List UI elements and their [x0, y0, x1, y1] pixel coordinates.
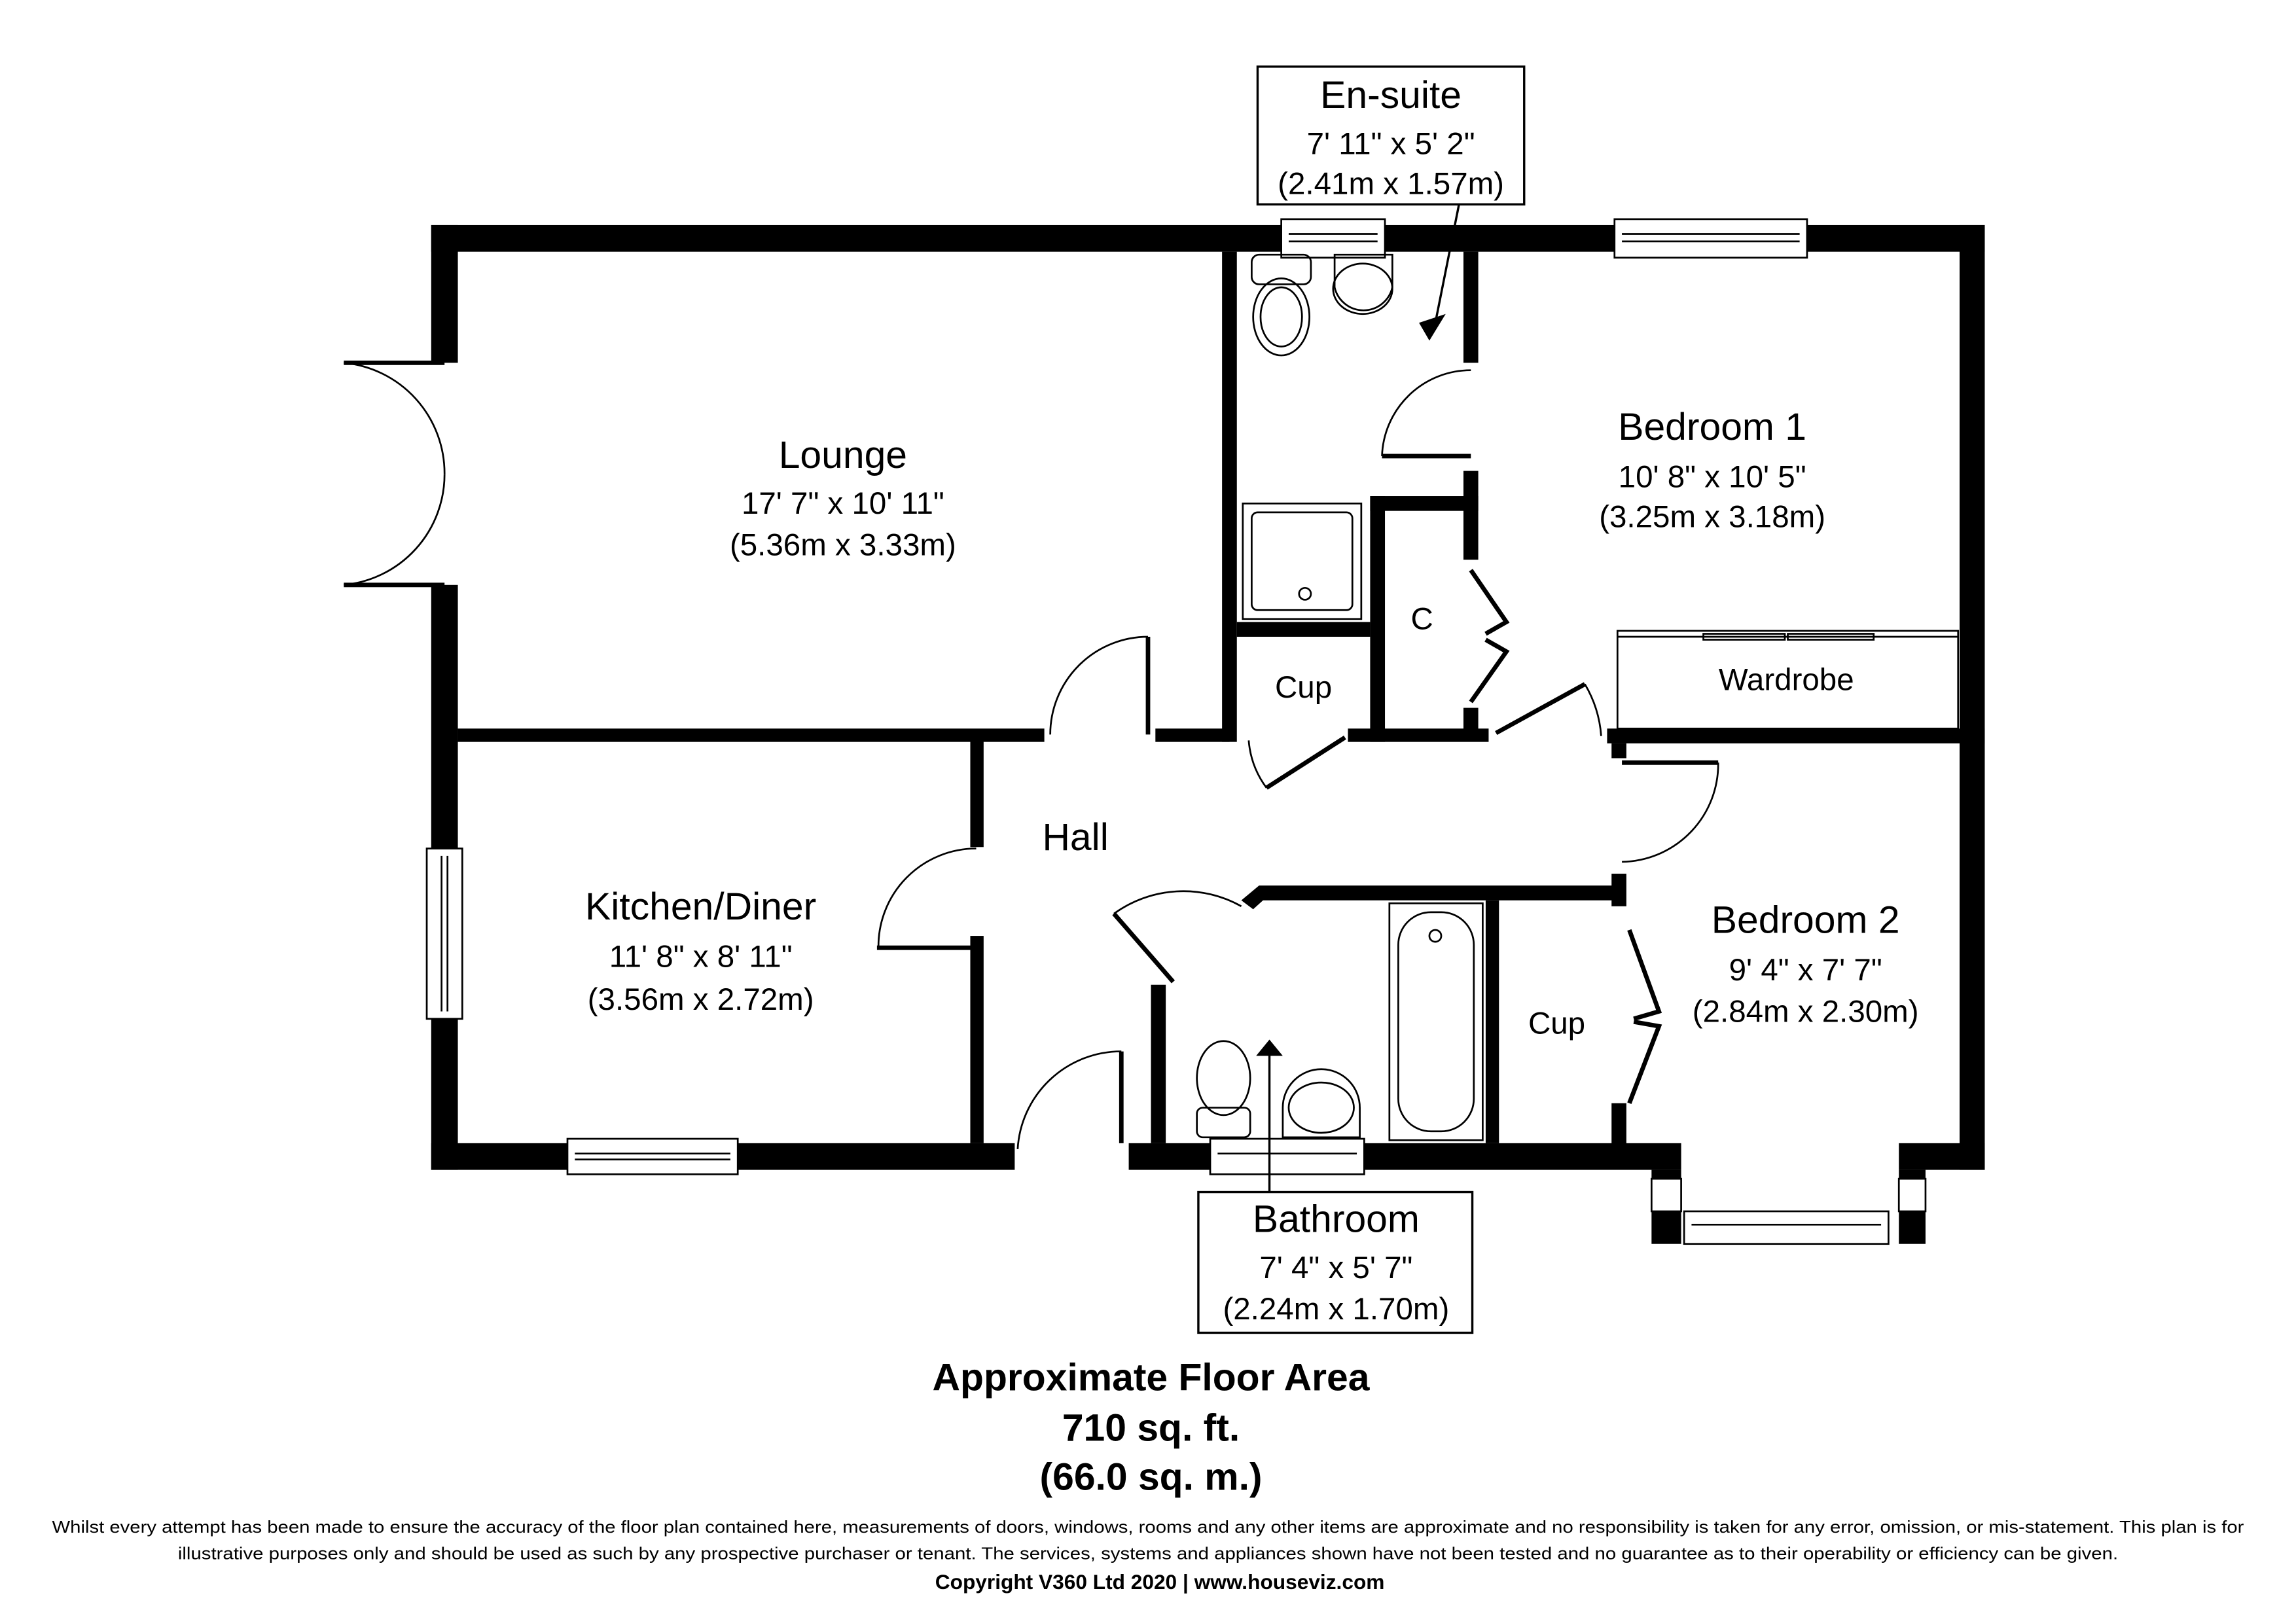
fixtures [1196, 253, 1960, 1141]
kitchen-metric: (3.56m x 2.72m) [588, 982, 814, 1017]
bedroom1-name: Bedroom 1 [1618, 406, 1806, 448]
lounge-imperial: 17' 7" x 10' 11" [742, 486, 944, 521]
cup2-label: Cup [1528, 1006, 1585, 1041]
area-imperial: 710 sq. ft. [1062, 1407, 1240, 1450]
bedroom2-metric: (2.84m x 2.30m) [1693, 994, 1919, 1029]
bedroom1-imperial: 10' 8" x 10' 5" [1619, 459, 1806, 494]
area-title: Approximate Floor Area [933, 1357, 1371, 1399]
callout-arrows [1256, 204, 1460, 1192]
ensuite-name: En-suite [1320, 74, 1462, 116]
doors [344, 360, 1719, 1149]
wardrobe-label: Wardrobe [1719, 662, 1854, 697]
bedroom1-metric: (3.25m x 3.18m) [1599, 500, 1825, 535]
lounge-name: Lounge [779, 434, 907, 476]
bathroom-name: Bathroom [1253, 1198, 1420, 1241]
kitchen-imperial: 11' 8" x 8' 11" [609, 940, 793, 974]
area-metric: (66.0 sq. m.) [1040, 1455, 1263, 1498]
ensuite-metric: (2.41m x 1.57m) [1278, 166, 1504, 201]
c-label: C [1410, 602, 1433, 637]
lounge-metric: (5.36m x 3.33m) [730, 528, 956, 563]
ensuite-imperial: 7' 11" x 5' 2" [1307, 126, 1475, 161]
bedroom2-imperial: 9' 4" x 7' 7" [1729, 953, 1882, 988]
hall-label: Hall [1042, 816, 1108, 859]
copyright: Copyright V360 Ltd 2020 | www.houseviz.c… [935, 1570, 1385, 1594]
room-labels: En-suite 7' 11" x 5' 2" (2.41m x 1.57m) … [52, 74, 2244, 1594]
cup1-label: Cup [1275, 670, 1332, 705]
disclaimer-line2: illustrative purposes only and should be… [178, 1544, 2118, 1563]
walls [431, 224, 1985, 1244]
bathroom-metric: (2.24m x 1.70m) [1223, 1292, 1449, 1327]
bathroom-imperial: 7' 4" x 5' 7" [1259, 1251, 1412, 1285]
kitchen-name: Kitchen/Diner [585, 885, 816, 928]
bedroom2-name: Bedroom 2 [1712, 899, 1900, 942]
windows [425, 218, 1927, 1245]
disclaimer-line1: Whilst every attempt has been made to en… [52, 1517, 2244, 1537]
label-boxes [1197, 65, 1526, 1334]
